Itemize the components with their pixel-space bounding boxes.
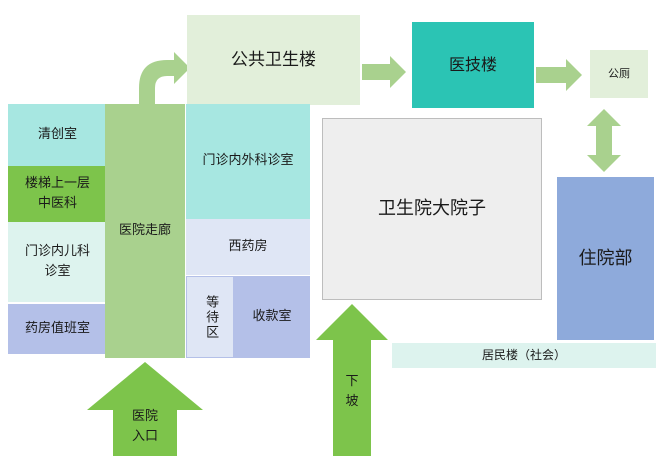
courtyard: 卫生院大院子 [322, 118, 542, 300]
pharmacy-duty-room: 药房值班室 [8, 304, 107, 354]
pediatrics-clinic: 门诊内儿科 诊室 [8, 222, 107, 302]
surgery-clinic: 门诊内外科诊室 [186, 104, 310, 219]
hospital-entrance-label: 医院 入口 [131, 408, 158, 444]
public-health-to-medtech-arrow [362, 56, 406, 88]
toilet-inpatient-double-arrow [587, 109, 621, 172]
hospital-corridor: 医院走廊 [105, 104, 185, 358]
waiting-area: 等待区 [186, 276, 234, 358]
tcm-department: 楼梯上一层 中医科 [8, 166, 107, 222]
public-toilet: 公厕 [590, 50, 648, 98]
down-slope-arrow [316, 304, 388, 456]
residential-building: 居民楼（社会） [392, 343, 656, 368]
medtech-to-toilet-arrow [536, 59, 582, 91]
inpatient-department: 住院部 [557, 177, 654, 340]
entrance-arrow [87, 362, 203, 456]
cleaning-room: 清创室 [8, 104, 107, 166]
public-health-building: 公共卫生楼 [187, 15, 360, 105]
cashier: 收款室 [234, 276, 310, 358]
corridor-to-public-health-arrow [139, 52, 190, 104]
western-pharmacy: 西药房 [186, 219, 310, 275]
down-slope-label: 下 坡 [345, 373, 359, 409]
medical-tech-building: 医技楼 [412, 22, 534, 108]
